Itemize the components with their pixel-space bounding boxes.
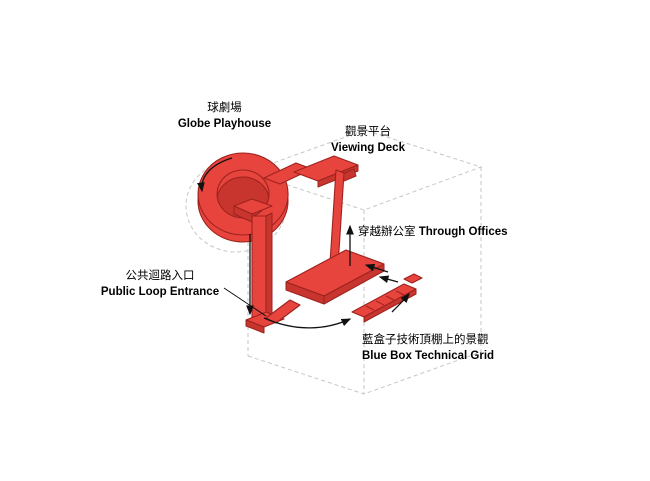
through-offices-label-zh: 穿越辦公室 [358,226,416,238]
globe-playhouse-label-en: Globe Playhouse [177,118,272,131]
globe-playhouse-label: 球劇場 Globe Playhouse [167,100,282,132]
through-offices-label-en: Through Offices [418,226,508,238]
through-offices-label: 穿越辦公室 Through Offices [358,224,508,240]
viewing-deck-label-zh: 觀景平台 [345,126,391,138]
plate-flow-arrow-2 [378,275,399,284]
viewing-deck-label: 觀景平台 Viewing Deck [322,124,414,156]
public-loop-entrance-label: 公共迴路入口 Public Loop Entrance [95,268,225,300]
flow-arrows [197,157,410,329]
public-loop-entrance-label-en: Public Loop Entrance [100,286,220,299]
ramp-flow-arrow [391,293,410,313]
globe-loop-shape [197,152,289,243]
entrance-leader-line [223,287,267,317]
entrance-flow-arrow [263,317,352,329]
loop-exit-arrow [197,157,233,193]
public-loop-structure [197,152,423,334]
blue-box-label: 藍盒子技術頂棚上的景觀 Blue Box Technical Grid [362,332,494,364]
public-loop-entrance-label-zh: 公共迴路入口 [125,270,195,282]
viewing-deck-label-en: Viewing Deck [331,142,405,155]
viewing-deck-shape [293,155,359,188]
plate-flow-arrow-1 [364,263,389,273]
globe-playhouse-label-zh: 球劇場 [207,102,242,114]
blue-box-label-zh: 藍盒子技術頂棚上的景觀 [362,334,489,346]
floor-plate-shape [285,249,385,305]
blue-box-label-en: Blue Box Technical Grid [362,350,495,363]
